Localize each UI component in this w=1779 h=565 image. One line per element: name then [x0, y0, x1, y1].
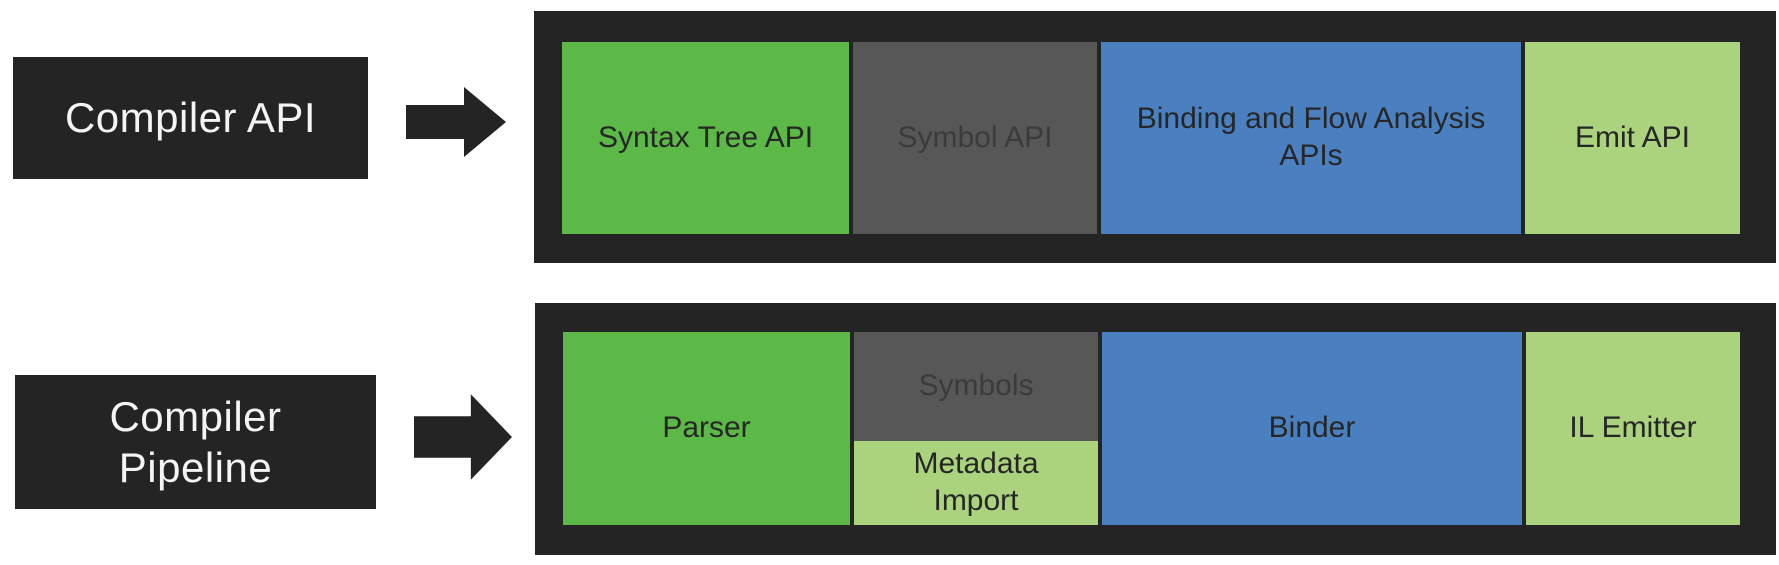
- symbols-text: Symbols: [918, 369, 1034, 403]
- binding-flow-analysis-apis-text: Binding and Flow Analysis APIs: [1136, 102, 1486, 172]
- symbols-box: Symbols: [854, 332, 1098, 441]
- metadata-import-text: Metadata Import: [913, 447, 1039, 517]
- binder-box: Binder: [1102, 332, 1522, 525]
- syntax-tree-api-box: Syntax Tree API: [562, 42, 849, 234]
- right-arrow-icon: [406, 87, 506, 157]
- metadata-import-box: Metadata Import: [854, 441, 1098, 525]
- il-emitter-box: IL Emitter: [1526, 332, 1740, 525]
- compiler-api-container: Syntax Tree API Symbol API Binding and F…: [534, 11, 1776, 263]
- compiler-pipeline-label-line1: Compiler: [109, 392, 282, 440]
- binder-text: Binder: [1268, 411, 1356, 445]
- parser-text: Parser: [662, 411, 751, 445]
- compiler-api-label: Compiler API: [64, 94, 317, 142]
- compiler-pipeline-container: Parser Symbols Metadata Import Binder IL…: [535, 303, 1776, 555]
- compiler-api-label-box: Compiler API: [13, 57, 368, 179]
- binding-flow-analysis-apis-box: Binding and Flow Analysis APIs: [1101, 42, 1521, 234]
- syntax-tree-api-text: Syntax Tree API: [597, 120, 814, 154]
- symbol-api-box: Symbol API: [853, 42, 1097, 234]
- emit-api-text: Emit API: [1574, 120, 1691, 154]
- emit-api-box: Emit API: [1525, 42, 1740, 234]
- symbols-metadata-column: Symbols Metadata Import: [854, 332, 1098, 525]
- symbol-api-text: Symbol API: [897, 120, 1053, 154]
- right-arrow-icon: [414, 394, 512, 480]
- parser-box: Parser: [563, 332, 850, 525]
- compiler-pipeline-label-box: Compiler Pipeline: [15, 375, 376, 509]
- il-emitter-text: IL Emitter: [1569, 411, 1697, 445]
- compiler-pipeline-label-line2: Pipeline: [118, 444, 273, 491]
